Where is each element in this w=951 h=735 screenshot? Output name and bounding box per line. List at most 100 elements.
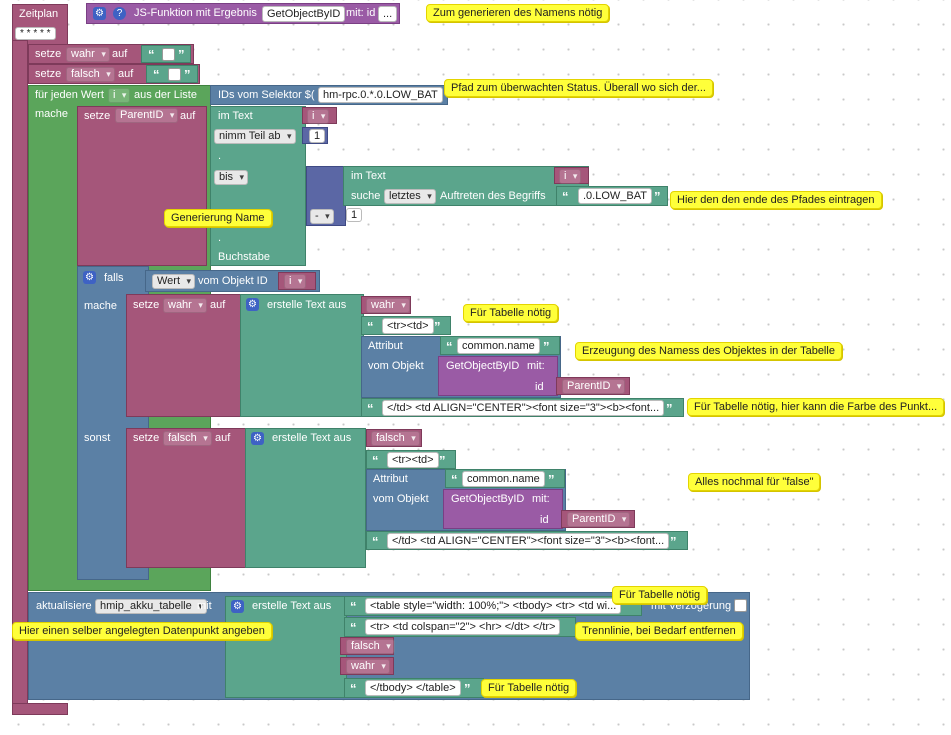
- set-parentid-block[interactable]: [77, 106, 207, 266]
- quote-close-icon: ”: [666, 401, 673, 416]
- create-text-block[interactable]: [240, 294, 364, 417]
- quote-close-icon: ”: [654, 189, 661, 204]
- comment-table[interactable]: Für Tabelle nötig: [481, 679, 577, 697]
- attribute-label: Attribut: [373, 473, 408, 485]
- comment-end[interactable]: Hier den den ende des Pfades eintragen: [670, 191, 882, 209]
- comment-generation[interactable]: Generierung Name: [164, 209, 272, 227]
- comment-datapoint[interactable]: Hier einen selber angelegten Datenpunkt …: [12, 622, 272, 640]
- var-false-dropdown[interactable]: falsch: [163, 431, 212, 446]
- string-hr-input[interactable]: <tr> <td colspan="2"> <hr> </dt> </tr>: [365, 619, 561, 635]
- var-parentid-dropdown[interactable]: ParentID: [562, 379, 626, 394]
- string-input-empty[interactable]: [162, 48, 175, 61]
- delay-checkbox[interactable]: [734, 599, 747, 612]
- take-part-dropdown[interactable]: nimm Teil ab: [214, 129, 296, 144]
- string-font-input[interactable]: </td> <td ALIGN="CENTER"><font size="3">…: [387, 533, 670, 549]
- value-dropdown[interactable]: Wert: [152, 274, 196, 289]
- minus-dropdown[interactable]: -: [310, 209, 334, 224]
- function-call-block[interactable]: [438, 356, 558, 396]
- var-parentid-dropdown[interactable]: ParentID: [567, 512, 631, 527]
- gear-icon[interactable]: ⚙: [231, 600, 244, 613]
- quote-open-icon: “: [367, 319, 374, 334]
- string-font-input[interactable]: </td> <td ALIGN="CENTER"><font size="3">…: [382, 400, 665, 416]
- string-table-end-input[interactable]: </tbody> </table>: [365, 680, 461, 696]
- set-true-block[interactable]: [126, 294, 242, 417]
- update-with-label: mit: [197, 600, 212, 612]
- gear-icon[interactable]: ⚙: [251, 432, 264, 445]
- from-list-label: aus der Liste: [134, 89, 197, 101]
- until-dropdown[interactable]: bis: [214, 170, 249, 185]
- number-input[interactable]: 1: [309, 129, 326, 143]
- search-term-input[interactable]: .0.LOW_BAT: [578, 188, 652, 204]
- var-true-dropdown[interactable]: wahr: [346, 659, 390, 674]
- schedule-bottom-bar: [12, 703, 68, 715]
- minus-number-input[interactable]: 1: [346, 208, 363, 222]
- quote-open-icon: “: [148, 47, 155, 62]
- string-input-empty[interactable]: [168, 68, 181, 81]
- object-label: vom Objekt: [368, 360, 424, 372]
- selector-input[interactable]: hm-rpc.0.*.0.LOW_BAT: [318, 87, 443, 103]
- comment-false[interactable]: Alles nochmal für "false": [688, 473, 821, 491]
- comment-js-function[interactable]: Zum generieren des Namens nötig: [426, 4, 610, 22]
- create-text-label: erstelle Text aus: [272, 432, 352, 444]
- function-call-label: GetObjectByID: [451, 493, 525, 505]
- comment-table[interactable]: Für Tabelle nötig: [612, 586, 708, 604]
- quote-open-icon: “: [372, 453, 379, 468]
- quote-close-icon: ”: [670, 534, 677, 549]
- index-in-text-label: im Text: [351, 170, 386, 182]
- comment-path[interactable]: Pfad zum überwachten Status. Überall wo …: [444, 79, 713, 97]
- var-false-dropdown[interactable]: falsch: [371, 431, 420, 446]
- search-mode-dropdown[interactable]: letztes: [384, 189, 436, 204]
- js-function-name-field[interactable]: GetObjectByID: [262, 6, 346, 22]
- to-label: auf: [112, 48, 128, 60]
- comment-hr[interactable]: Trennlinie, bei Bedarf entfernen: [575, 622, 743, 640]
- else-label: sonst: [84, 432, 111, 444]
- loop-var-dropdown[interactable]: i: [108, 88, 131, 103]
- gear-icon[interactable]: ⚙: [83, 271, 96, 284]
- search-label: suche: [351, 190, 381, 202]
- object-label: vom Objekt: [373, 493, 429, 505]
- attribute-input[interactable]: common.name: [457, 338, 540, 354]
- quote-open-icon: “: [562, 189, 569, 204]
- quote-open-icon: “: [350, 681, 357, 696]
- object-id-label: vom Objekt ID: [198, 275, 268, 287]
- to-label: auf: [215, 432, 231, 444]
- if-do-label: mache: [84, 300, 118, 312]
- comment-color[interactable]: Für Tabelle nötig, hier kann die Farbe d…: [687, 398, 945, 416]
- help-icon[interactable]: ?: [113, 7, 126, 20]
- schedule-label: Zeitplan: [19, 8, 59, 20]
- quote-close-icon: ”: [178, 47, 185, 62]
- occurrence-label: Auftreten des Begriffs: [440, 190, 546, 202]
- var-false-dropdown[interactable]: falsch: [66, 67, 115, 82]
- js-function-more[interactable]: ...: [378, 6, 398, 22]
- var-i-dropdown[interactable]: i: [284, 274, 307, 289]
- quote-close-icon: ”: [434, 319, 441, 334]
- attribute-label: Attribut: [368, 340, 403, 352]
- comment-name[interactable]: Erzeugung des Namess des Objektes in der…: [575, 342, 842, 360]
- var-i-dropdown[interactable]: i: [307, 109, 330, 124]
- function-call-block[interactable]: [443, 489, 563, 529]
- create-text-label: erstelle Text aus: [252, 600, 332, 612]
- string-table-start-input[interactable]: <table style="width: 100%;"> <tbody> <tr…: [365, 598, 622, 614]
- string-tr-td-input[interactable]: <tr><td>: [382, 318, 434, 334]
- attribute-input[interactable]: common.name: [462, 471, 545, 487]
- schedule-body-bar: [12, 40, 28, 708]
- create-text-block[interactable]: [245, 428, 366, 568]
- quote-open-icon: “: [153, 67, 160, 82]
- set-false-block[interactable]: [126, 428, 248, 568]
- comment-table[interactable]: Für Tabelle nötig: [463, 304, 559, 322]
- string-tr-td-input[interactable]: <tr><td>: [387, 452, 439, 468]
- schedule-cron-field[interactable]: * * * * *: [15, 27, 56, 40]
- var-true-dropdown[interactable]: wahr: [366, 298, 410, 313]
- function-id-label: id: [535, 381, 544, 393]
- create-text-label: erstelle Text aus: [267, 299, 347, 311]
- var-true-dropdown[interactable]: wahr: [66, 47, 110, 62]
- to-label: auf: [118, 68, 134, 80]
- var-true-dropdown[interactable]: wahr: [163, 298, 207, 313]
- var-false-dropdown[interactable]: falsch: [346, 639, 395, 654]
- gear-icon[interactable]: ⚙: [246, 298, 259, 311]
- var-parentid-dropdown[interactable]: ParentID: [115, 108, 179, 123]
- quote-close-icon: ”: [548, 472, 555, 487]
- gear-icon[interactable]: ⚙: [93, 7, 106, 20]
- update-target-dropdown[interactable]: hmip_akku_tabelle: [95, 599, 207, 614]
- var-i-dropdown[interactable]: i: [559, 169, 582, 184]
